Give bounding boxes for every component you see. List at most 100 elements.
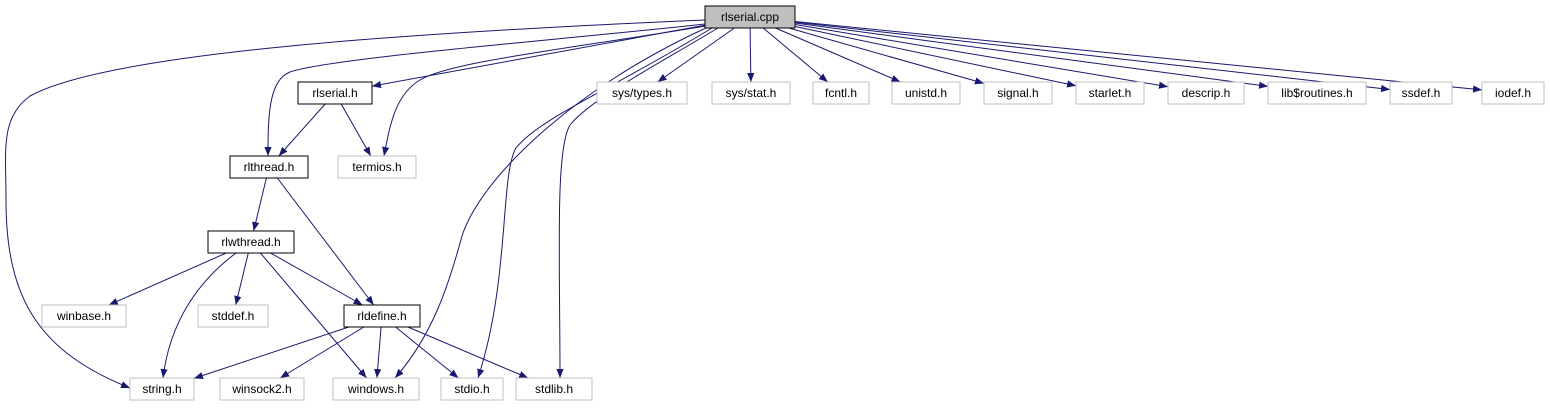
node-label: windows.h <box>347 382 404 396</box>
edge-rlserial-h-to-rlthread-h <box>278 103 326 157</box>
edge-rlserial-cpp-to-termios-h <box>382 25 707 157</box>
edge-rlserial-cpp-to-stdio-h <box>477 27 713 379</box>
node-box <box>1267 81 1367 105</box>
edge-rlserial-cpp-to-descrip-h <box>794 24 1169 89</box>
edge-rlserial-cpp-to-rlthread-h <box>264 23 706 157</box>
node-label: iodef.h <box>1495 86 1531 100</box>
edge-rlserial-cpp-to-sys-types-h <box>657 27 735 83</box>
node-box <box>332 377 420 401</box>
node-ssdef-h: ssdef.h <box>1389 81 1453 105</box>
node-stdio-h: stdio.h <box>440 377 504 401</box>
node-string-h: string.h <box>129 377 195 401</box>
node-winsock2-h: winsock2.h <box>219 377 305 401</box>
node-box <box>1389 81 1453 105</box>
node-box <box>596 81 688 105</box>
node-box <box>219 377 305 401</box>
node-label: descrip.h <box>1182 86 1231 100</box>
node-box <box>812 81 870 105</box>
edge-rlwthread-h-to-winbase-h <box>108 252 227 306</box>
node-box <box>41 304 127 328</box>
node-lib-routines-h: lib$routines.h <box>1267 81 1367 105</box>
node-rlwthread-h[interactable]: rlwthread.h <box>207 230 295 254</box>
node-windows-h: windows.h <box>332 377 420 401</box>
node-box <box>1075 81 1145 105</box>
edge-rlthread-h-to-rldefine-h <box>276 177 375 306</box>
node-box <box>515 377 593 401</box>
node-box <box>129 377 195 401</box>
edge-rldefine-h-to-stdio-h <box>395 326 459 379</box>
node-label: winsock2.h <box>231 382 291 396</box>
edge-rlserial-cpp-to-lib-routines-h <box>794 22 1269 89</box>
node-box <box>1481 81 1545 105</box>
edge-rlthread-h-to-rlwthread-h <box>252 177 267 232</box>
edge-rlwthread-h-to-rldefine-h <box>270 252 363 306</box>
edge-rlserial-cpp-to-starlet-h <box>794 26 1077 88</box>
edge-rldefine-h-to-windows-h <box>374 326 382 379</box>
edge-rlserial-cpp-to-sys-stat-h <box>747 27 755 83</box>
node-fcntl-h: fcntl.h <box>812 81 870 105</box>
node-box <box>337 155 417 179</box>
edge-rlserial-cpp-to-fcntl-h <box>762 27 829 83</box>
node-label: rlserial.h <box>312 86 357 100</box>
edge-rldefine-h-to-string-h <box>193 326 349 379</box>
node-label: sys/types.h <box>612 86 672 100</box>
node-stddef-h: stddef.h <box>197 304 269 328</box>
node-box <box>711 81 791 105</box>
node-label: starlet.h <box>1089 86 1132 100</box>
node-rlserial-h[interactable]: rlserial.h <box>297 81 373 105</box>
node-signal-h: signal.h <box>983 81 1053 105</box>
edge-rlserial-cpp-to-iodef-h <box>794 21 1483 93</box>
node-label: rlthread.h <box>244 160 295 174</box>
node-box <box>891 81 961 105</box>
node-box <box>343 304 421 328</box>
node-box <box>983 81 1053 105</box>
node-label: sys/stat.h <box>726 86 777 100</box>
edge-rlserial-cpp-to-signal-h <box>788 27 985 85</box>
node-box <box>297 81 373 105</box>
edge-rlserial-h-to-termios-h <box>340 103 372 157</box>
node-rlserial-cpp[interactable]: rlserial.cpp <box>704 5 796 29</box>
node-label: ssdef.h <box>1402 86 1441 100</box>
edge-layer <box>5 19 1483 389</box>
node-label: rlserial.cpp <box>721 10 779 24</box>
node-box <box>229 155 309 179</box>
node-box <box>704 5 796 29</box>
node-label: string.h <box>142 382 181 396</box>
edge-rlserial-cpp-to-unistd-h <box>775 27 901 83</box>
edge-rlserial-cpp-to-windows-h <box>394 26 709 379</box>
edge-rldefine-h-to-winsock2-h <box>279 326 365 379</box>
edge-rlwthread-h-to-windows-h <box>260 252 367 379</box>
node-label: termios.h <box>352 160 401 174</box>
edge-rlwthread-h-to-string-h <box>160 252 237 379</box>
node-label: stddef.h <box>212 309 255 323</box>
node-termios-h: termios.h <box>337 155 417 179</box>
node-box <box>207 230 295 254</box>
edge-rlserial-cpp-to-string-h <box>5 19 706 389</box>
node-label: fcntl.h <box>825 86 857 100</box>
node-layer: rlserial.cpp rlserial.h rlthread.h rlwthrea… <box>41 5 1545 401</box>
edge-rldefine-h-to-stdlib-h <box>407 326 529 379</box>
node-label: stdlib.h <box>535 382 573 396</box>
node-winbase-h: winbase.h <box>41 304 127 328</box>
node-unistd-h: unistd.h <box>891 81 961 105</box>
edge-rlwthread-h-to-stddef-h <box>234 252 249 306</box>
node-iodef-h: iodef.h <box>1481 81 1545 105</box>
node-label: rlwthread.h <box>221 235 280 249</box>
node-box <box>197 304 269 328</box>
node-box <box>1167 81 1245 105</box>
node-label: signal.h <box>997 86 1038 100</box>
node-rldefine-h[interactable]: rldefine.h <box>343 304 421 328</box>
node-rlthread-h[interactable]: rlthread.h <box>229 155 309 179</box>
node-box <box>440 377 504 401</box>
node-label: lib$routines.h <box>1281 86 1352 100</box>
node-label: winbase.h <box>56 309 111 323</box>
node-sys-stat-h: sys/stat.h <box>711 81 791 105</box>
node-label: rldefine.h <box>357 309 406 323</box>
node-starlet-h: starlet.h <box>1075 81 1145 105</box>
node-descrip-h: descrip.h <box>1167 81 1245 105</box>
edge-rlserial-cpp-to-ssdef-h <box>794 21 1391 93</box>
node-label: unistd.h <box>905 86 947 100</box>
node-label: stdio.h <box>454 382 489 396</box>
edge-rlserial-cpp-to-stdlib-h <box>556 27 719 379</box>
